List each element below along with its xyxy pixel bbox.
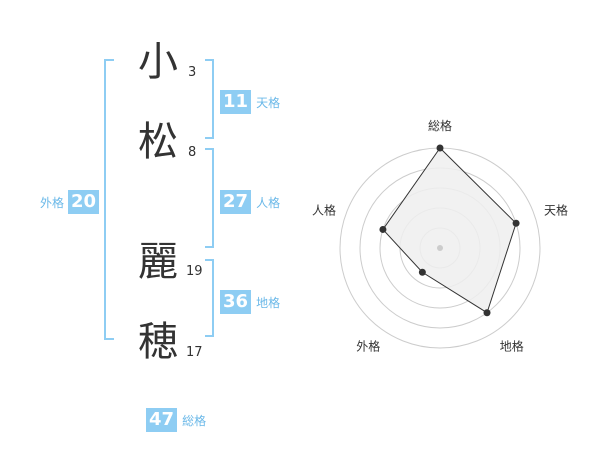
- radar-data-polygon: [382, 147, 517, 314]
- gaikaku-bracket: [104, 59, 114, 340]
- soukaku-value-group: 47 総格: [146, 408, 206, 432]
- stroke-count-2: 8: [188, 145, 197, 160]
- radar-axis-label-5: 人格: [312, 202, 336, 217]
- radar-axis-label-2: 天格: [544, 202, 568, 217]
- radar-point-2: [512, 219, 520, 227]
- soukaku-label: 総格: [182, 413, 207, 428]
- chikaku-value-group: 36 地格: [220, 290, 280, 314]
- gaikaku-label: 外格: [40, 195, 65, 210]
- stroke-count-1: 3: [188, 65, 197, 80]
- tenkaku-label: 天格: [256, 95, 281, 110]
- chikaku-label: 地格: [256, 295, 281, 310]
- radar-axis-label-4: 外格: [356, 339, 380, 354]
- radar-axis-label-1: 総格: [428, 118, 452, 133]
- name-char-1: 小: [138, 39, 178, 85]
- stroke-count-4: 17: [186, 345, 203, 360]
- chikaku-bracket: [205, 259, 214, 337]
- jinkaku-label: 人格: [256, 195, 281, 210]
- soukaku-value: 47: [146, 408, 178, 432]
- jinkaku-bracket: [205, 148, 214, 248]
- jinkaku-value: 27: [220, 190, 252, 214]
- radar-center-dot: [437, 245, 443, 251]
- stroke-count-3: 19: [186, 264, 203, 279]
- radar-point-3: [483, 309, 491, 317]
- radar-axis-label-3: 地格: [500, 339, 524, 354]
- name-char-3: 麗: [138, 239, 178, 285]
- gaikaku-value: 20: [68, 190, 100, 214]
- tenkaku-value-group: 11 天格: [220, 90, 280, 114]
- name-char-4: 穂: [138, 319, 178, 365]
- gaikaku-value-group: 外格 20: [40, 190, 100, 214]
- radar-point-5: [379, 225, 387, 233]
- tenkaku-bracket: [205, 59, 214, 139]
- radar-point-1: [436, 144, 444, 152]
- radar-point-4: [418, 268, 426, 276]
- tenkaku-value: 11: [220, 90, 252, 114]
- jinkaku-value-group: 27 人格: [220, 190, 280, 214]
- name-char-2: 松: [138, 119, 178, 165]
- chikaku-value: 36: [220, 290, 252, 314]
